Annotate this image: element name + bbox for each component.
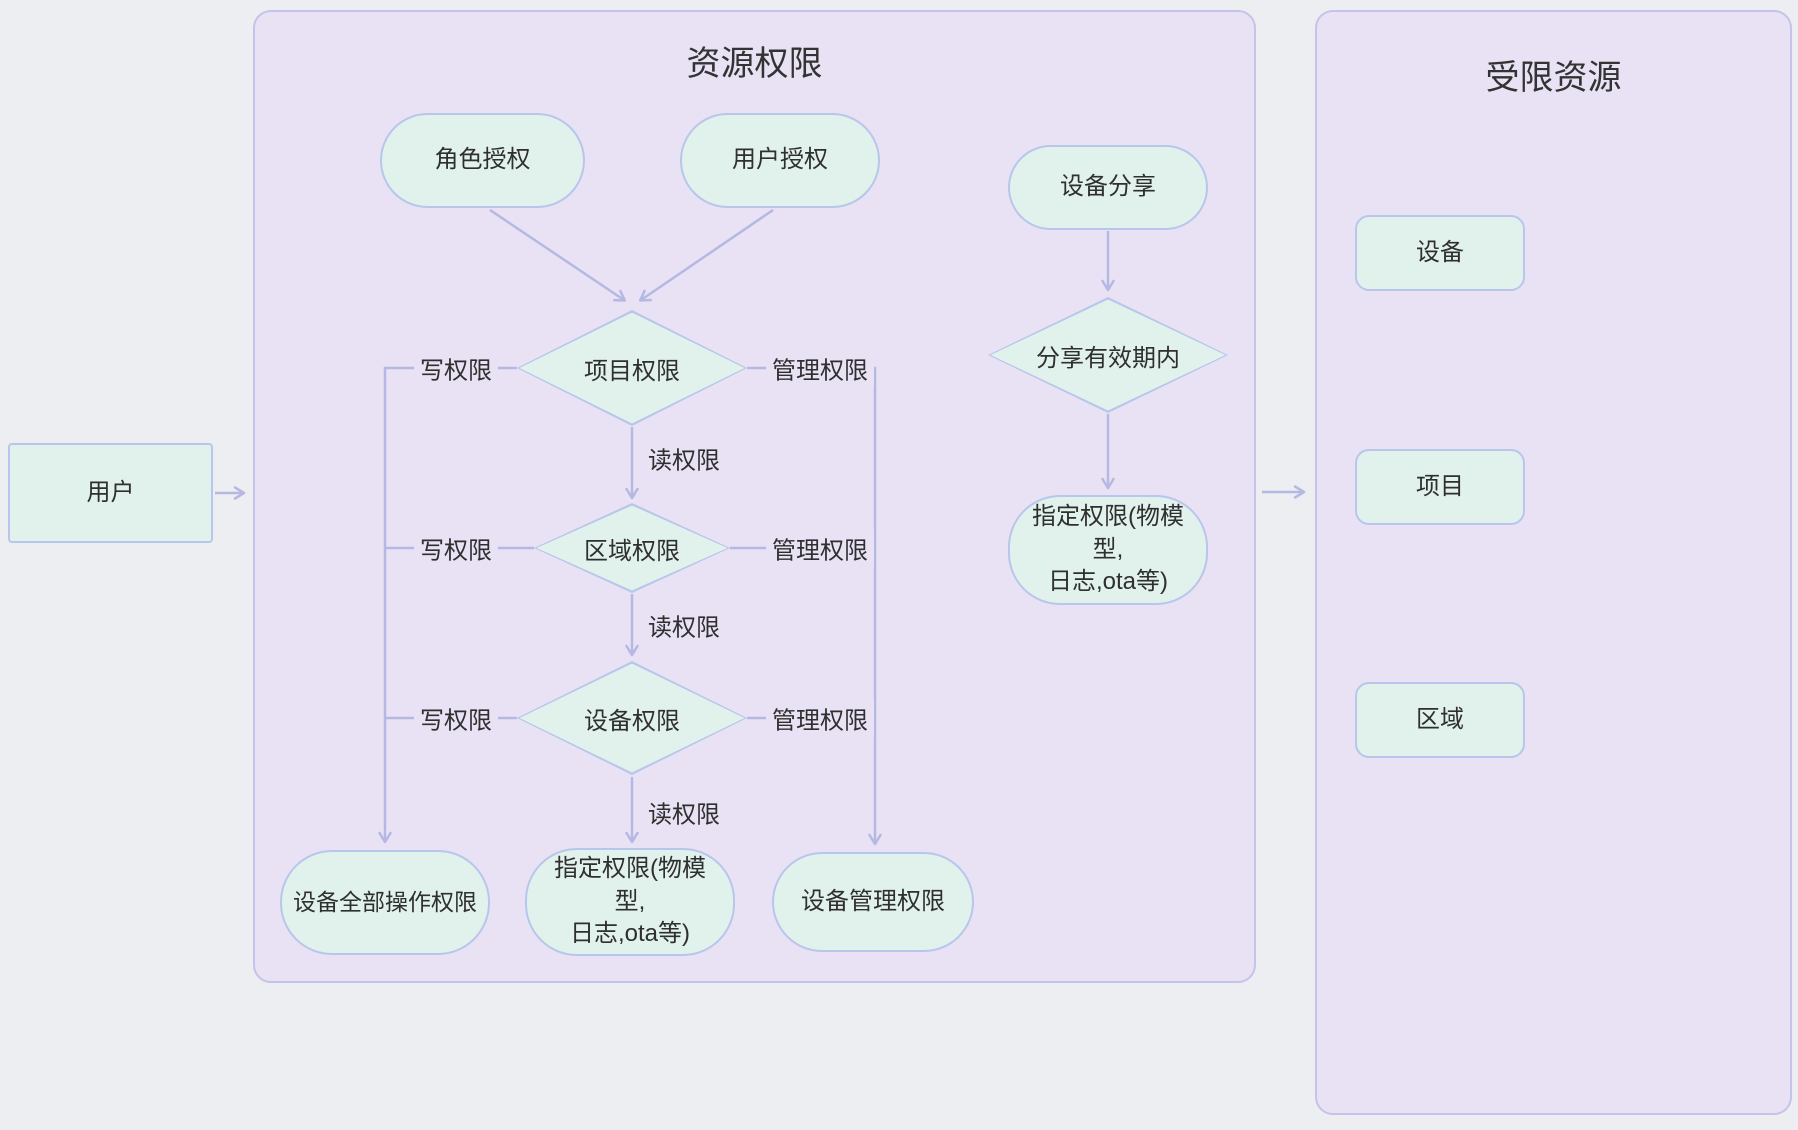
node-user-authorization: 用户授权 [680,113,880,208]
edge-label-manage-area: 管理权限 [766,528,874,568]
edge-label-write-area: 写权限 [414,528,498,568]
node-role-authorization-label: 角色授权 [434,146,531,174]
decision-share-validity: 分享有效期内 [988,297,1228,413]
node-user-authorization-label: 用户授权 [732,146,828,174]
node-user: 用户 [8,443,213,543]
decision-project-permission-label: 项目权限 [584,357,680,385]
edge-label-read-project: 读权限 [642,438,726,478]
restricted-panel-title: 受限资源 [1485,59,1622,97]
node-share-specified-permission: 指定权限(物模型, 日志,ota等) [1008,495,1208,605]
node-share-specified-permission-line2: 日志,ota等) [1047,568,1169,596]
node-device-all-operations-label: 设备全部操作权限 [293,888,477,915]
node-specified-permission: 指定权限(物模型, 日志,ota等) [525,848,735,956]
decision-share-validity-label: 分享有效期内 [1036,344,1180,372]
node-specified-permission-line2: 日志,ota等) [569,920,691,948]
edge-label-write-device: 写权限 [414,698,498,738]
node-restricted-area: 区域 [1355,682,1525,758]
node-device-manage-permission-label: 设备管理权限 [801,887,945,915]
node-restricted-area-label: 区域 [1416,705,1464,733]
decision-area-permission-label: 区域权限 [584,537,680,565]
edge-label-read-device: 读权限 [642,792,726,832]
node-restricted-project-label: 项目 [1416,472,1464,500]
node-device-share-label: 设备分享 [1060,173,1156,201]
node-specified-permission-line1: 指定权限(物模型, [554,855,706,915]
node-role-authorization: 角色授权 [380,113,585,208]
decision-project-permission: 项目权限 [517,310,747,426]
decision-device-permission-label: 设备权限 [584,707,680,735]
panel-restricted-resources: 受限资源 [1315,10,1792,1115]
node-restricted-device-label: 设备 [1416,238,1464,266]
node-user-label: 用户 [86,478,135,506]
edge-label-manage-device: 管理权限 [766,698,874,738]
edge-label-manage-project: 管理权限 [766,348,874,388]
node-restricted-project: 项目 [1355,449,1525,525]
node-device-all-operations: 设备全部操作权限 [280,850,490,955]
edge-label-write-project: 写权限 [414,348,498,388]
decision-device-permission: 设备权限 [517,661,747,775]
resource-panel-title: 资源权限 [686,45,823,83]
node-device-manage-permission: 设备管理权限 [772,852,974,952]
node-device-share: 设备分享 [1008,145,1208,230]
node-share-specified-permission-line1: 指定权限(物模型, [1032,503,1184,563]
decision-area-permission: 区域权限 [534,503,730,593]
node-restricted-device: 设备 [1355,215,1525,291]
edge-label-read-area: 读权限 [642,605,726,645]
